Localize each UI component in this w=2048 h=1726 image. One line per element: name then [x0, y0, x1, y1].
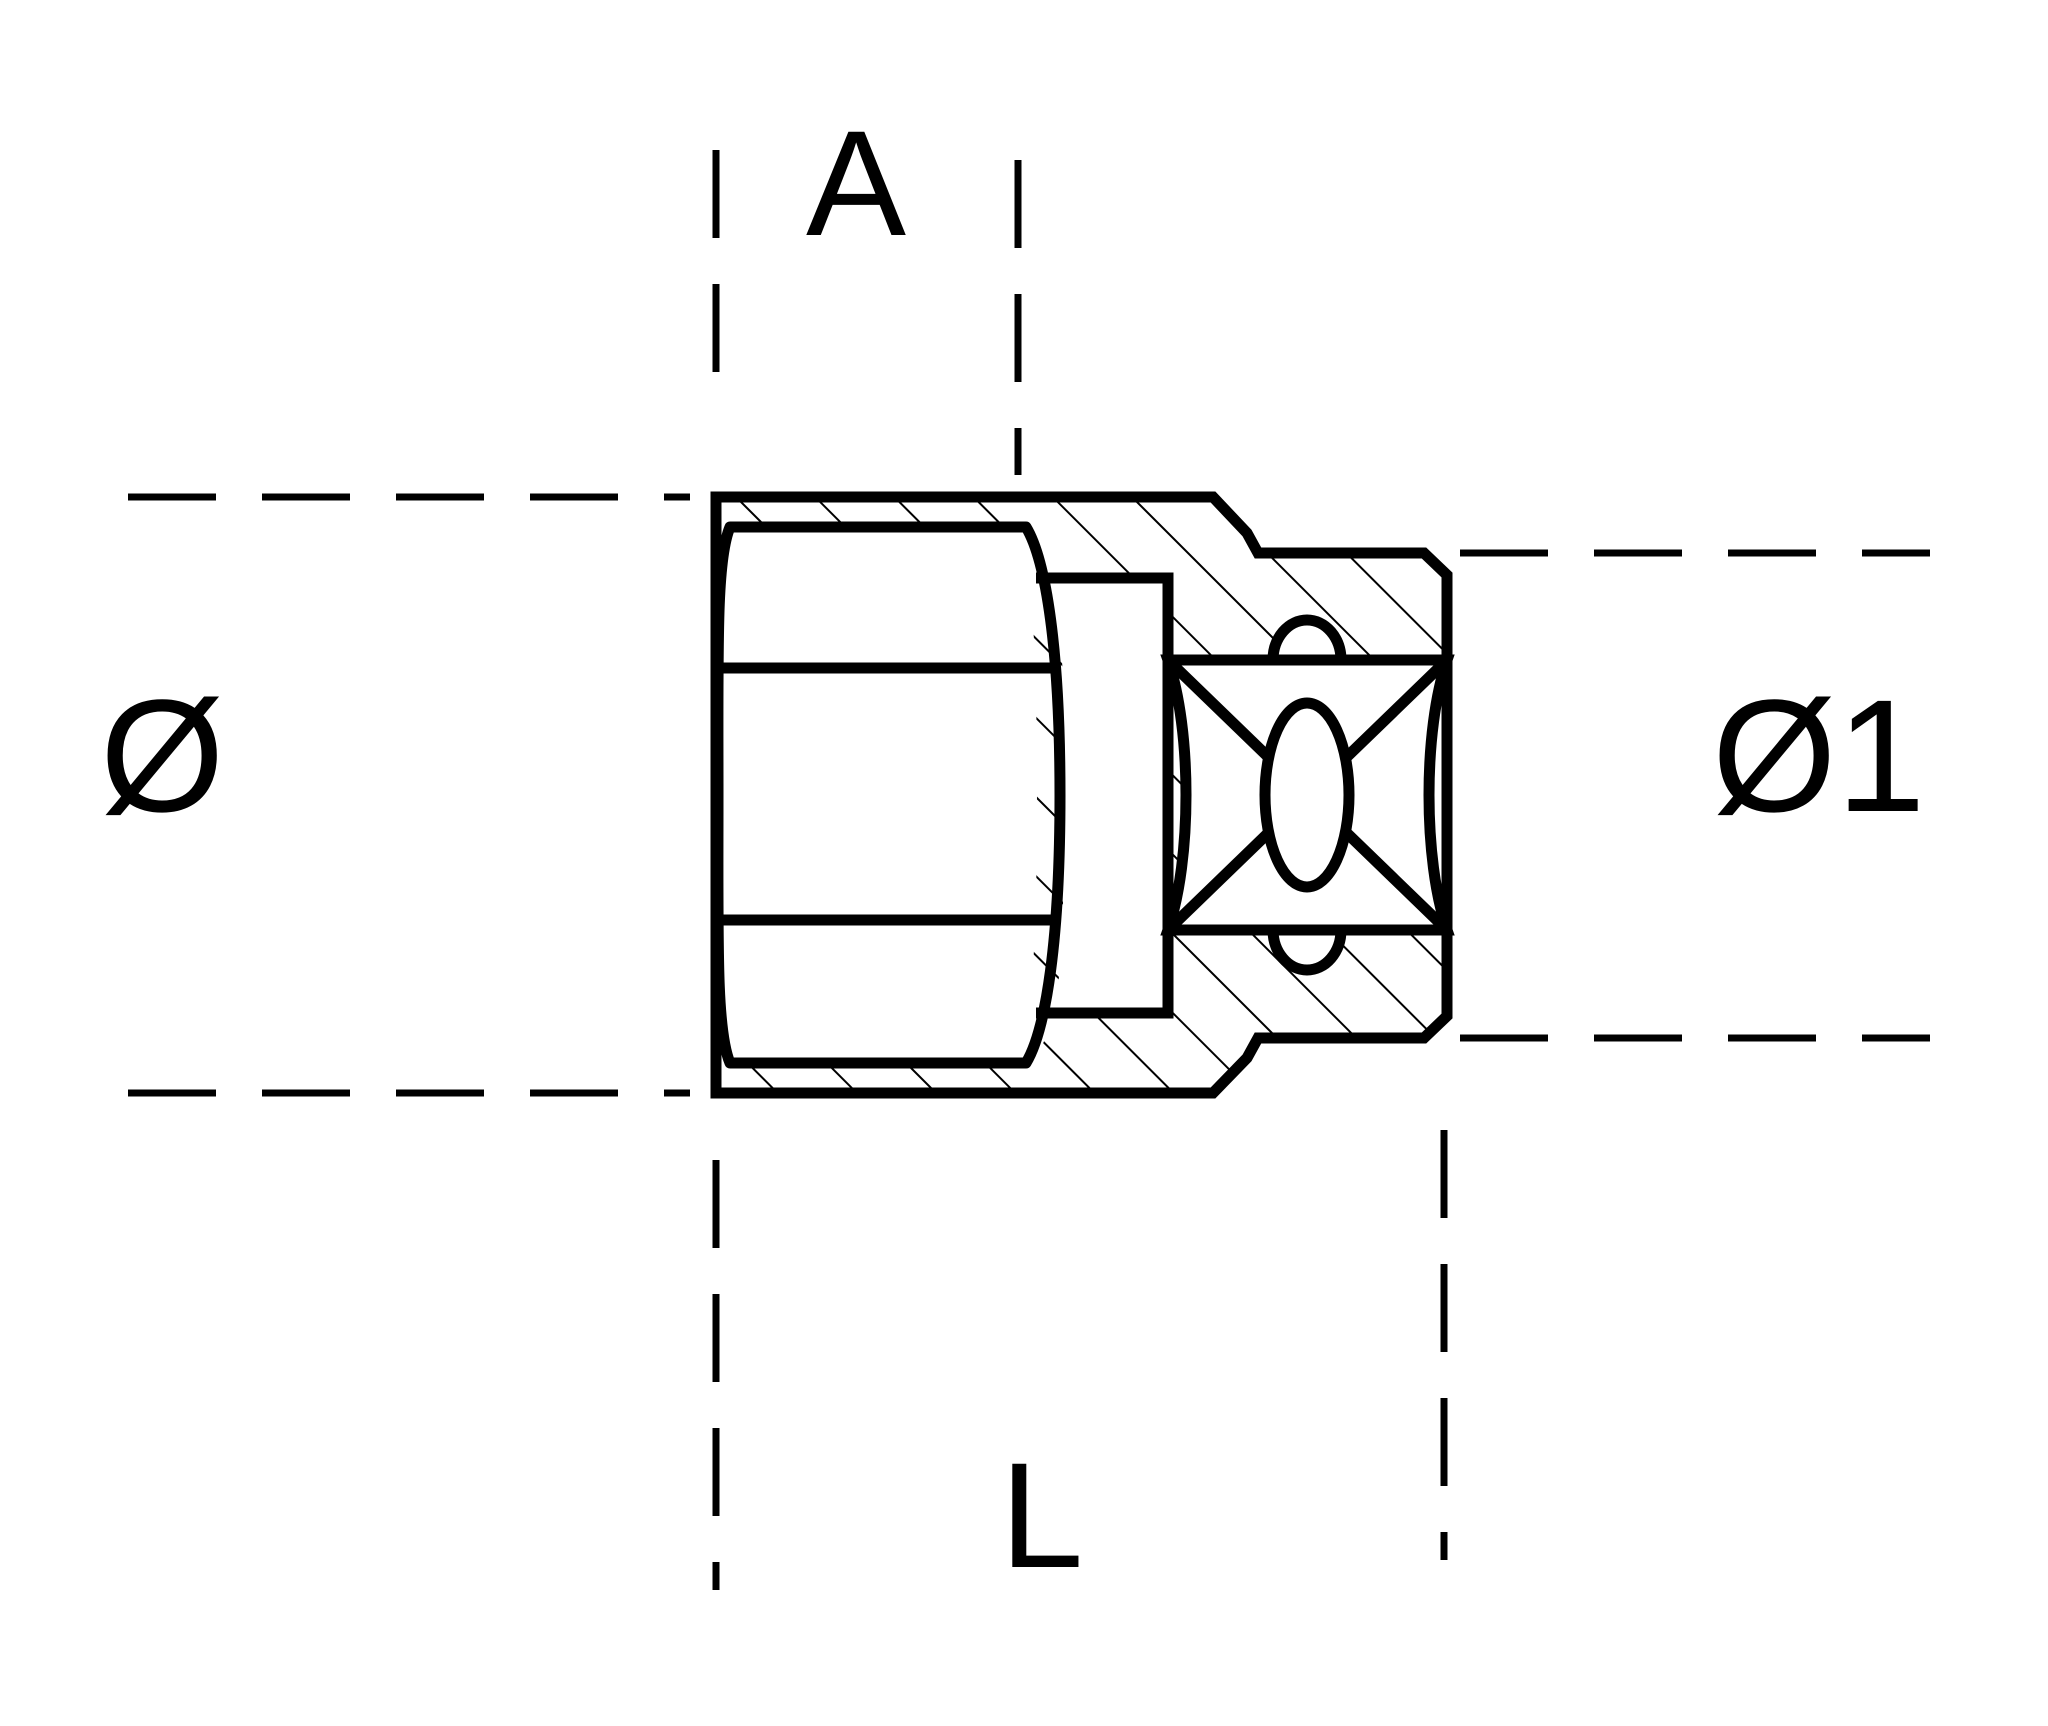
inner-step [1036, 572, 1174, 1019]
socket-outer-profile [710, 491, 1453, 1099]
drive-center-hole [1259, 697, 1355, 893]
dimension-label-a: A [806, 99, 907, 267]
dimension-label-diameter-1: Ø1 [1712, 666, 1926, 845]
socket-body [710, 491, 1453, 1099]
dimension-label-diameter: Ø [100, 666, 225, 845]
detent-ball-bottom [1267, 924, 1347, 976]
inner-step-outline [1036, 572, 1174, 1019]
square-drive [1160, 614, 1455, 976]
section-hatch-fill [716, 497, 1447, 1093]
detent-ball-top [1267, 614, 1347, 666]
dimension-label-l: L [1000, 1431, 1084, 1599]
hex-cavity-outline [712, 521, 1066, 1069]
hex-socket-cavity [712, 521, 1066, 1069]
dimension-lines [128, 150, 1930, 1590]
